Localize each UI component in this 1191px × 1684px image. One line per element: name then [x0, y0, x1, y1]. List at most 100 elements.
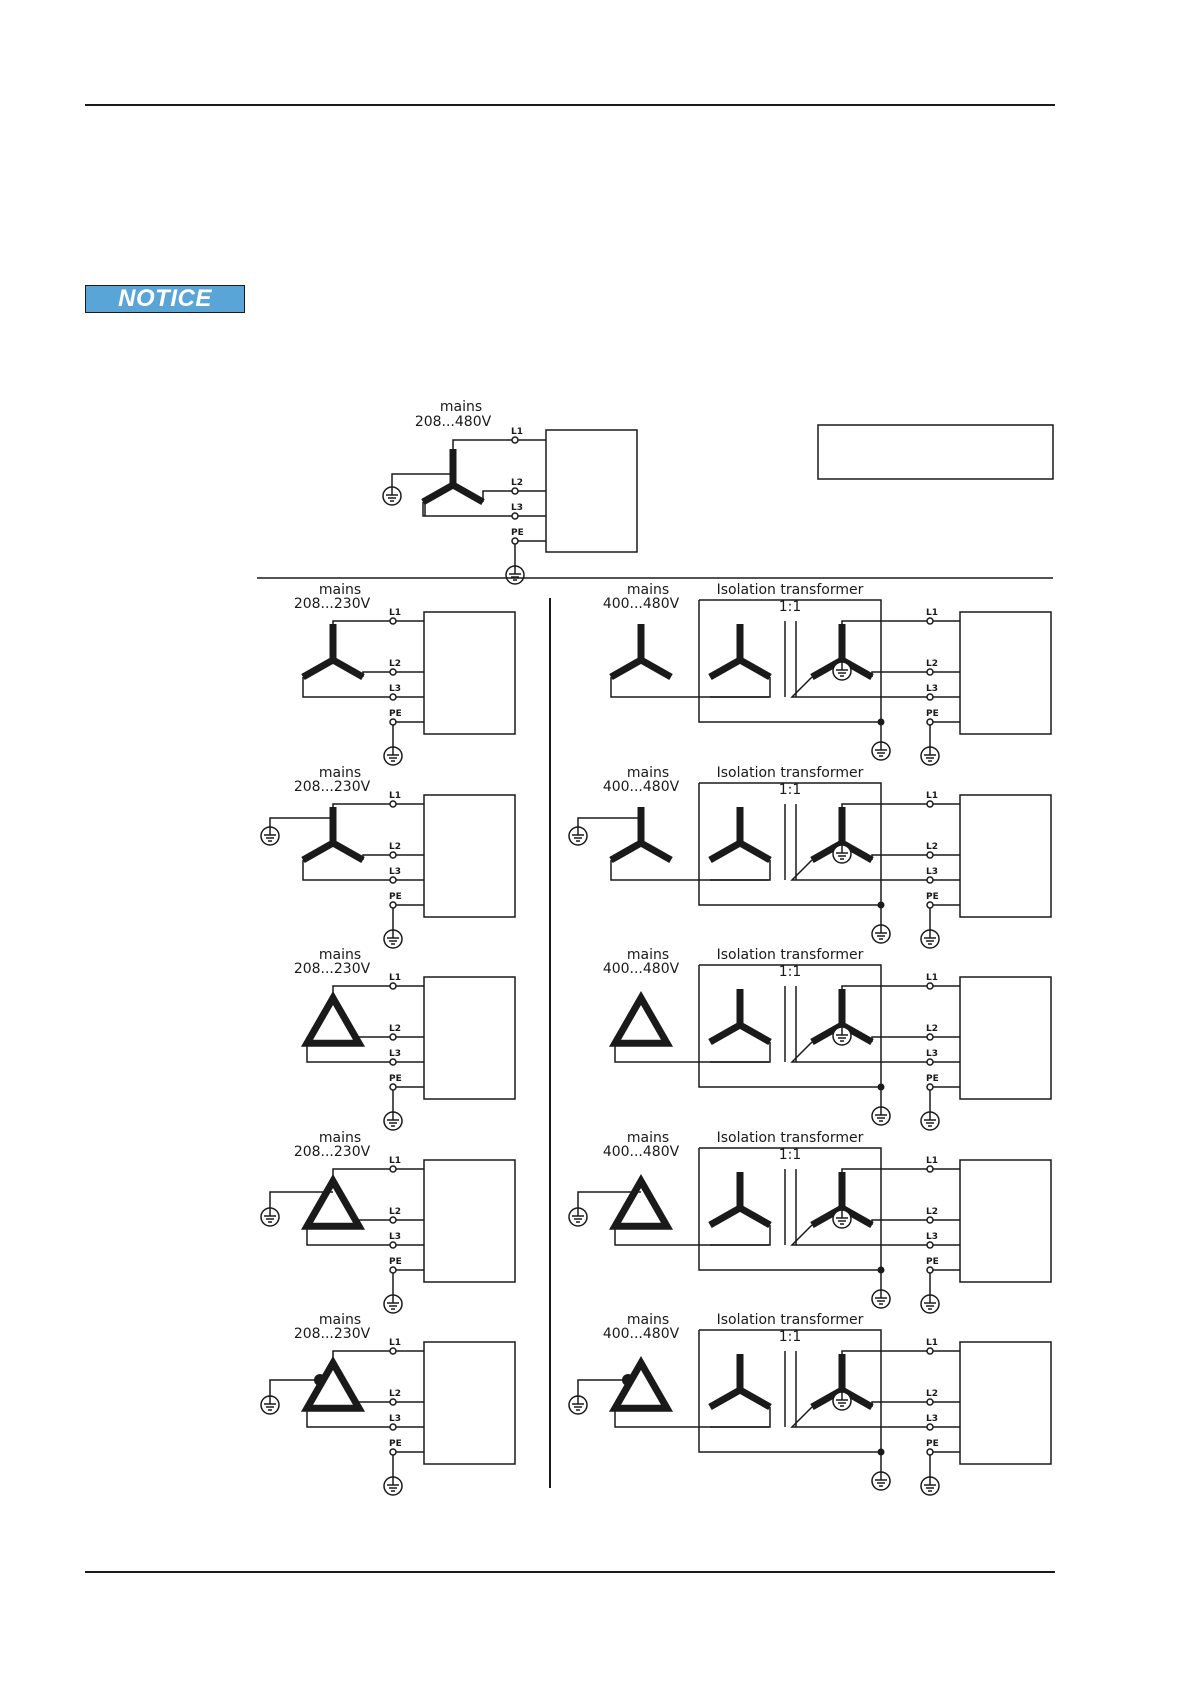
ground-icon	[832, 1391, 852, 1411]
transformer-label: Isolation transformer	[717, 947, 864, 963]
terminal-label: L2	[926, 1207, 938, 1217]
ground-icon	[568, 826, 588, 846]
transformer-label: Isolation transformer	[717, 1130, 864, 1146]
delta-triangle	[300, 990, 366, 1047]
wire	[698, 965, 881, 1088]
ground-icon	[383, 746, 403, 766]
wire	[699, 599, 882, 722]
ground-icon	[832, 844, 852, 864]
terminal-point	[389, 1398, 397, 1406]
terminal-label: PE	[926, 1439, 939, 1449]
delta-winding	[300, 1173, 366, 1230]
source-star-winding	[609, 624, 673, 681]
voltage-label: 208...230V	[294, 596, 371, 612]
terminal-point	[926, 1058, 934, 1066]
terminal-label: L2	[389, 1024, 401, 1034]
delta-winding	[300, 990, 366, 1047]
terminal-label: L2	[511, 478, 523, 488]
device-box	[959, 1341, 1052, 1465]
terminal-label: L2	[389, 842, 401, 852]
primary-star-winding	[708, 1354, 772, 1411]
terminal-point	[389, 1083, 397, 1091]
terminal-label: PE	[926, 892, 939, 902]
terminal-point	[389, 1033, 397, 1041]
terminal-point	[926, 1083, 934, 1091]
delta-triangle	[608, 990, 674, 1047]
wire	[577, 1379, 628, 1396]
winding-arm	[708, 839, 742, 864]
ground-icon	[920, 929, 940, 949]
delta-winding	[300, 1355, 366, 1412]
terminal-label: L1	[926, 1338, 938, 1348]
terminal-point	[926, 1241, 934, 1249]
winding-arm	[738, 839, 772, 864]
wire	[841, 803, 927, 807]
wire	[358, 1036, 390, 1044]
terminal-label: L1	[926, 608, 938, 618]
terminal-label: PE	[389, 1257, 402, 1267]
mains-label: mains	[627, 947, 669, 963]
wire	[698, 783, 881, 906]
terminal-point	[389, 1165, 397, 1173]
ground-icon	[383, 1476, 403, 1496]
wire	[302, 860, 390, 881]
terminal-label: L1	[389, 973, 401, 983]
wire	[710, 1407, 771, 1428]
winding-arm	[421, 481, 455, 506]
ground-icon	[871, 741, 891, 761]
winding-arm	[609, 656, 643, 681]
terminal-point	[926, 851, 934, 859]
wire	[710, 1042, 771, 1063]
voltage-label: 400...480V	[603, 1326, 680, 1342]
ratio-label: 1:1	[779, 1329, 802, 1345]
primary-star-winding	[708, 807, 772, 864]
winding-arm	[639, 656, 673, 681]
terminal-label: L1	[511, 427, 523, 437]
wire	[306, 1043, 390, 1063]
terminal-point	[926, 982, 934, 990]
ratio-label: 1:1	[779, 599, 802, 615]
transformer-label: Isolation transformer	[717, 582, 864, 598]
source-star-winding	[609, 807, 673, 864]
terminal-label: L3	[926, 1049, 938, 1059]
terminal-point	[926, 1266, 934, 1274]
terminal-label: PE	[926, 1257, 939, 1267]
ground-icon	[383, 1111, 403, 1131]
wire	[698, 600, 881, 723]
ratio-label: 1:1	[779, 782, 802, 798]
winding-arm	[738, 1021, 772, 1046]
voltage-label: 208...480V	[415, 414, 492, 430]
wire	[790, 1406, 927, 1428]
wire	[790, 1041, 927, 1063]
ground-icon	[382, 486, 402, 506]
winding-arm	[609, 839, 643, 864]
wire	[710, 677, 771, 698]
voltage-label: 208...230V	[294, 961, 371, 977]
winding-arm	[301, 839, 335, 864]
wire	[332, 1350, 390, 1363]
wire	[841, 1168, 927, 1172]
terminal-point	[926, 668, 934, 676]
wire	[871, 1401, 927, 1407]
wire	[332, 803, 390, 807]
mains-label: mains	[319, 765, 361, 781]
device-box	[959, 611, 1052, 735]
mains-label: mains	[319, 1130, 361, 1146]
ground-icon	[871, 1289, 891, 1309]
winding-arm	[738, 1204, 772, 1229]
terminal-point	[389, 901, 397, 909]
wire	[610, 677, 769, 698]
terminal-label: L2	[926, 659, 938, 669]
ground-icon	[568, 1207, 588, 1227]
terminal-label: L2	[926, 1389, 938, 1399]
mains-label: mains	[627, 582, 669, 598]
voltage-label: 208...230V	[294, 779, 371, 795]
wire	[790, 859, 927, 881]
